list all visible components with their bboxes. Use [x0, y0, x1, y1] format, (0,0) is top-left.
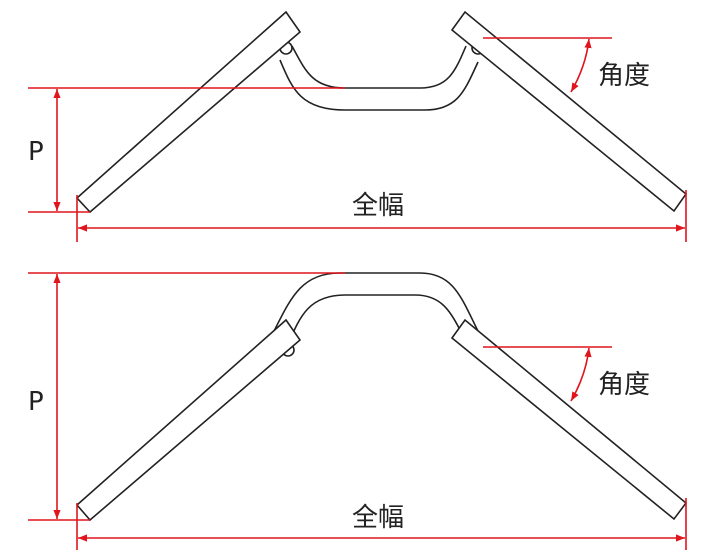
left-grip-bar [75, 318, 302, 522]
width-label: 全幅 [352, 191, 404, 221]
height-label: P [28, 137, 44, 167]
handlebar-center-pipe [269, 272, 487, 357]
width-label: 全幅 [352, 503, 404, 533]
left-grip-bar [75, 10, 302, 214]
diagram-low-rise: P 全幅 角度 [28, 10, 688, 242]
width-dimension: 全幅 [76, 190, 687, 242]
right-grip-bar [450, 10, 688, 213]
width-dimension: 全幅 [76, 498, 687, 550]
angle-label: 角度 [598, 61, 650, 91]
handlebar-center-pipe [269, 25, 485, 111]
height-dimension: P [28, 272, 345, 521]
right-grip-bar [450, 318, 688, 521]
angle-dimension: 角度 [483, 37, 650, 93]
angle-dimension: 角度 [483, 346, 650, 402]
angle-label: 角度 [598, 370, 650, 400]
height-dimension: P [28, 87, 345, 213]
diagram-high-rise: P 全幅 角度 [28, 272, 688, 550]
height-label: P [28, 387, 44, 417]
